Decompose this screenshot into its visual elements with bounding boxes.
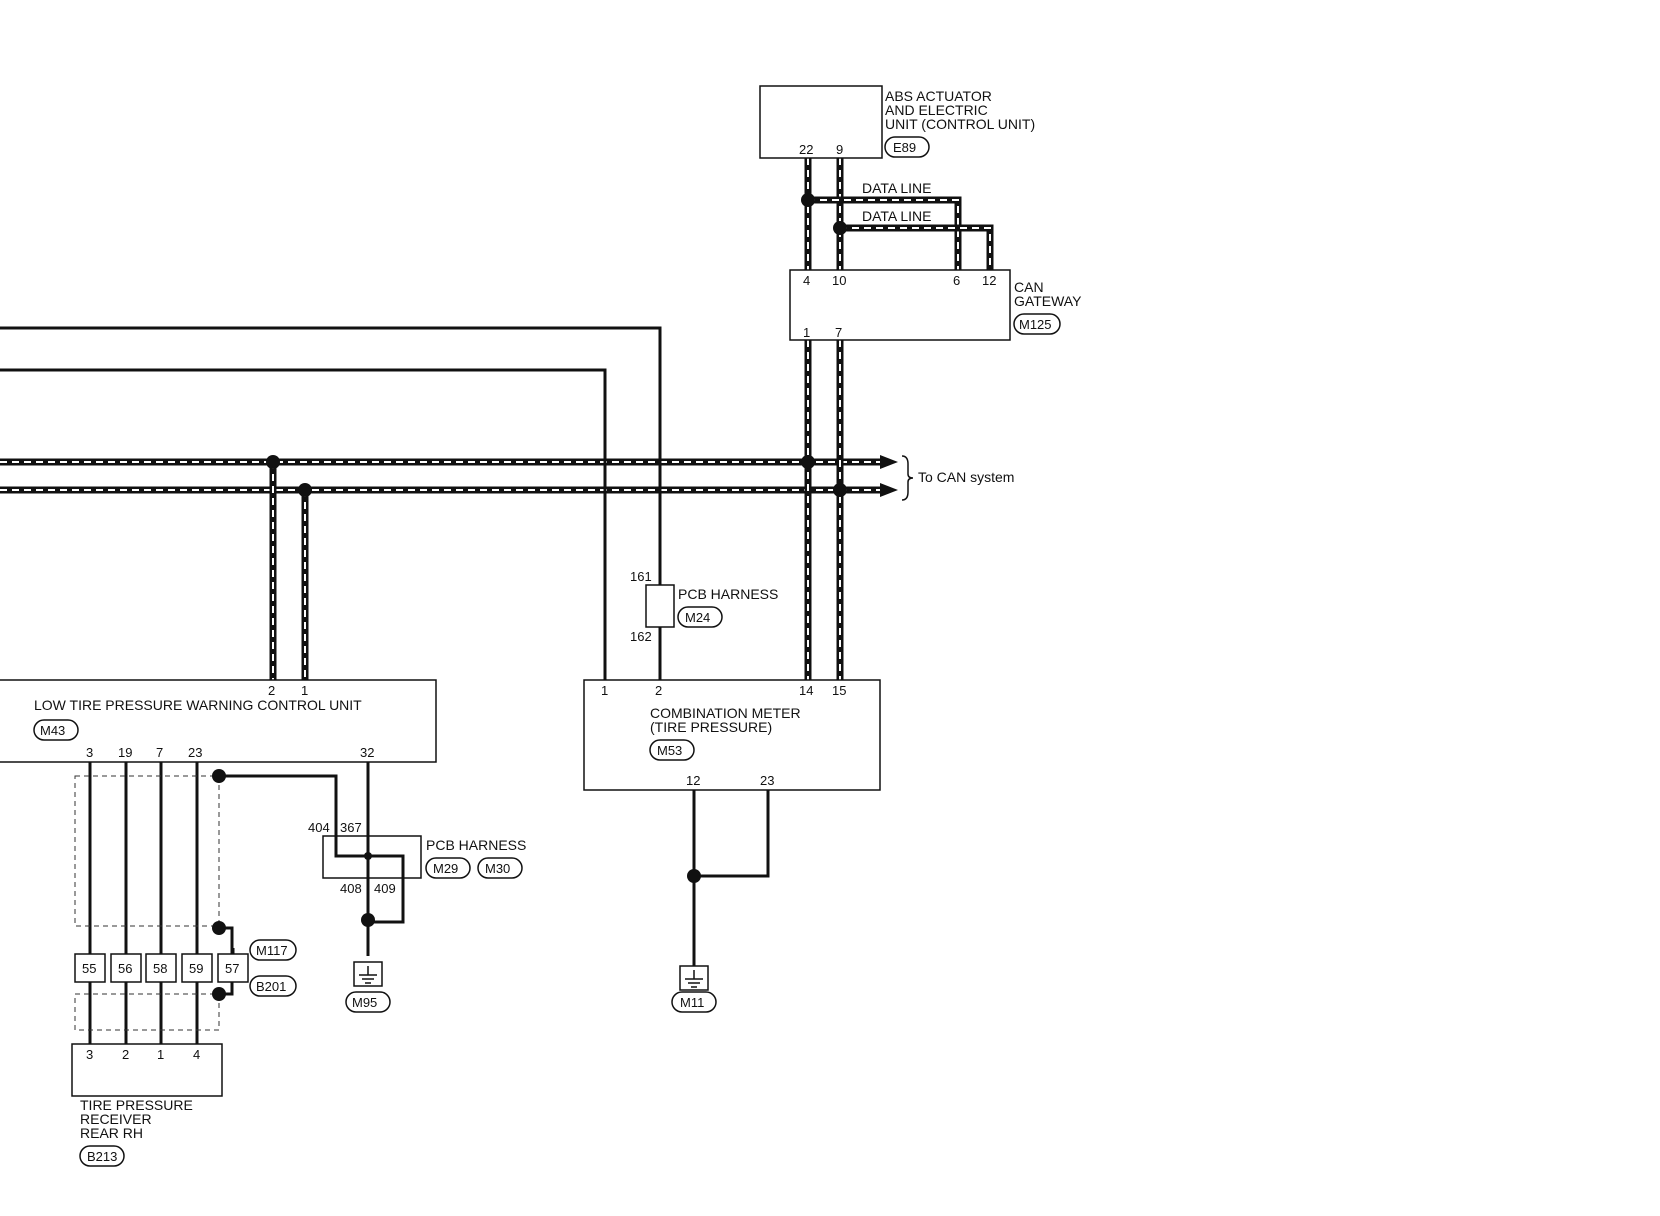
- svg-text:COMBINATION METER: COMBINATION METER: [650, 705, 801, 721]
- connector-b213: B213: [87, 1149, 117, 1164]
- ltpw-control-unit: 2 1 LOW TIRE PRESSURE WARNING CONTROL UN…: [0, 679, 437, 763]
- can-arrow-1: [880, 455, 898, 469]
- meter-wires: [0, 326, 662, 680]
- connector-m125: M125: [1019, 317, 1052, 332]
- svg-text:23: 23: [760, 773, 774, 788]
- can-system-label: To CAN system: [918, 469, 1014, 485]
- ground-m11-wires: [687, 790, 770, 966]
- pcb-harness-m24: 161 162 PCB HARNESS M24: [630, 569, 778, 644]
- connector-m30: M30: [485, 861, 510, 876]
- svg-text:404: 404: [308, 820, 330, 835]
- svg-text:12: 12: [982, 273, 996, 288]
- svg-text:22: 22: [799, 142, 813, 157]
- svg-text:1: 1: [157, 1047, 164, 1062]
- svg-text:GATEWAY: GATEWAY: [1014, 293, 1082, 309]
- connector-e89: E89: [893, 140, 916, 155]
- svg-text:57: 57: [225, 961, 239, 976]
- svg-text:7: 7: [156, 745, 163, 760]
- svg-text:409: 409: [374, 881, 396, 896]
- ltpw-lower-wires: [74, 762, 405, 1044]
- connector-m11: M11: [680, 995, 704, 1010]
- connector-m43: M43: [40, 723, 65, 738]
- svg-text:161: 161: [630, 569, 652, 584]
- connector-m117: M117: [256, 943, 288, 958]
- svg-text:LOW TIRE PRESSURE WARNING CONT: LOW TIRE PRESSURE WARNING CONTROL UNIT: [34, 697, 362, 713]
- svg-text:9: 9: [836, 142, 843, 157]
- svg-text:REAR RH: REAR RH: [80, 1125, 143, 1141]
- svg-text:4: 4: [803, 273, 810, 288]
- svg-text:367: 367: [340, 820, 362, 835]
- tire-pressure-receiver: 3 2 1 4 TIRE PRESSURE RECEIVER REAR RH B…: [71, 1043, 223, 1167]
- connector-m24: M24: [685, 610, 710, 625]
- svg-text:TIRE PRESSURE: TIRE PRESSURE: [80, 1097, 193, 1113]
- svg-text:1: 1: [301, 683, 308, 698]
- svg-text:14: 14: [799, 683, 813, 698]
- svg-text:55: 55: [82, 961, 96, 976]
- svg-text:1: 1: [601, 683, 608, 698]
- svg-text:58: 58: [153, 961, 167, 976]
- svg-text:59: 59: [189, 961, 203, 976]
- svg-text:19: 19: [118, 745, 132, 760]
- connector-m29: M29: [433, 861, 458, 876]
- can-bus: To CAN system: [0, 455, 1014, 501]
- junction-connector: 55 56 58 59 57 M117 B201: [74, 939, 297, 997]
- svg-text:AND ELECTRIC: AND ELECTRIC: [885, 102, 988, 118]
- svg-text:4: 4: [193, 1047, 200, 1062]
- svg-text:6: 6: [953, 273, 960, 288]
- svg-text:162: 162: [630, 629, 652, 644]
- svg-text:PCB HARNESS: PCB HARNESS: [426, 837, 526, 853]
- svg-text:3: 3: [86, 745, 93, 760]
- combination-meter: 1 2 14 15 COMBINATION METER (TIRE PRESSU…: [583, 679, 881, 791]
- svg-text:2: 2: [122, 1047, 129, 1062]
- ground-m11: M11: [671, 965, 717, 1013]
- svg-text:56: 56: [118, 961, 132, 976]
- svg-text:3: 3: [86, 1047, 93, 1062]
- can-arrow-2: [880, 483, 898, 497]
- svg-text:CAN: CAN: [1014, 279, 1044, 295]
- data-line-label-2: DATA LINE: [862, 208, 932, 224]
- connector-m95: M95: [352, 995, 377, 1010]
- abs-actuator: 22 9 ABS ACTUATOR AND ELECTRIC UNIT (CON…: [759, 85, 1035, 159]
- svg-text:12: 12: [686, 773, 700, 788]
- connector-m53: M53: [657, 743, 682, 758]
- svg-text:2: 2: [268, 683, 275, 698]
- svg-text:32: 32: [360, 745, 374, 760]
- pcb-harness-m29-m30: 404 367 408 409 PCB HARNESS M29 M30: [308, 820, 526, 896]
- svg-text:2: 2: [655, 683, 662, 698]
- svg-text:408: 408: [340, 881, 362, 896]
- ground-m95: M95: [345, 961, 391, 1013]
- svg-text:PCB HARNESS: PCB HARNESS: [678, 586, 778, 602]
- svg-text:1: 1: [803, 325, 810, 340]
- svg-text:UNIT (CONTROL UNIT): UNIT (CONTROL UNIT): [885, 116, 1035, 132]
- connector-b201: B201: [256, 979, 286, 994]
- svg-text:RECEIVER: RECEIVER: [80, 1111, 152, 1127]
- data-line-label-1: DATA LINE: [862, 180, 932, 196]
- svg-text:(TIRE PRESSURE): (TIRE PRESSURE): [650, 719, 772, 735]
- svg-text:10: 10: [832, 273, 846, 288]
- can-gateway: 4 10 6 12 1 7 CAN GATEWAY M125: [789, 269, 1082, 341]
- can-vertical-lines: DATA LINE DATA LINE: [266, 158, 994, 680]
- svg-text:23: 23: [188, 745, 202, 760]
- svg-text:ABS ACTUATOR: ABS ACTUATOR: [885, 88, 992, 104]
- svg-text:15: 15: [832, 683, 846, 698]
- svg-text:7: 7: [835, 325, 842, 340]
